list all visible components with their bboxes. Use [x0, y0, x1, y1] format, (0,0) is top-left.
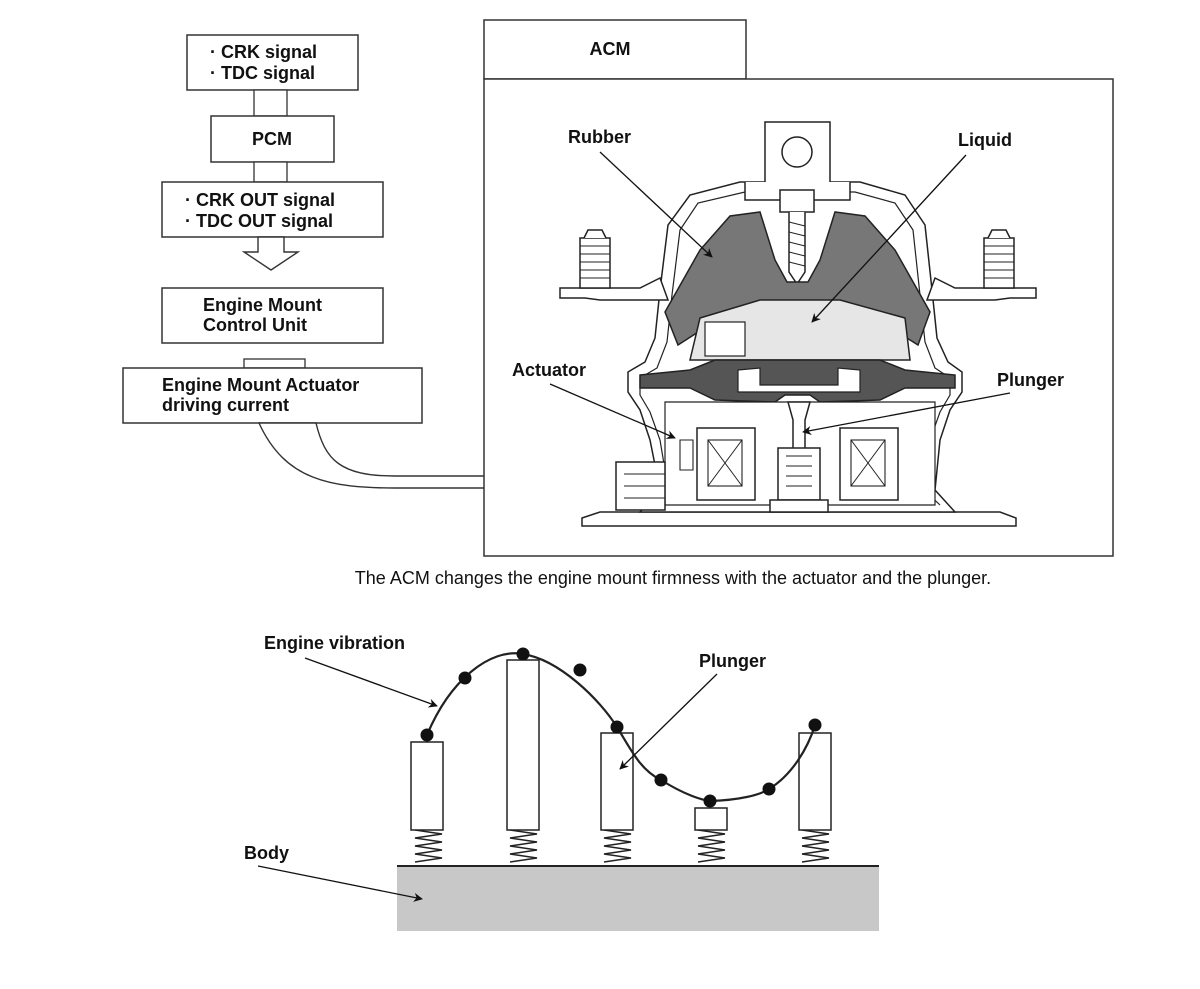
engine-vibration-label: Engine vibration [264, 633, 405, 653]
plunger-vib-leader [619, 673, 718, 770]
point-9 [808, 718, 822, 732]
pcm-label: PCM [252, 129, 292, 149]
plunger-5 [798, 732, 832, 831]
spring-3 [603, 829, 632, 863]
liquid-leader [811, 154, 967, 323]
rubber-leader [599, 151, 713, 258]
body-block [397, 866, 879, 931]
plunger-3 [600, 732, 634, 831]
driving-current-box [122, 367, 423, 424]
point-5 [610, 720, 624, 734]
point-3 [516, 647, 530, 661]
plunger-vib-label: Plunger [699, 651, 766, 671]
driving-current-label-line1: Engine Mount Actuator [162, 375, 359, 395]
signal-tdc-label: · TDC signal [210, 63, 315, 83]
signal-crk-out-label: · CRK OUT signal [185, 190, 335, 210]
spring-1 [414, 829, 443, 863]
control-unit-label-line2: Control Unit [203, 315, 307, 335]
left-stud [579, 229, 611, 289]
connector-2 [253, 161, 288, 183]
point-4 [573, 663, 587, 677]
plunger-4 [694, 807, 728, 831]
spring-4 [697, 829, 726, 863]
down-arrow-icon [241, 236, 301, 271]
point-7 [703, 794, 717, 808]
point-6 [654, 773, 668, 787]
acm-tab-label: ACM [590, 39, 631, 59]
vibration-points [420, 647, 822, 808]
engine-vibration-leader [304, 657, 438, 708]
plunger-label: Plunger [997, 370, 1064, 390]
plunger-leader [802, 392, 1011, 435]
point-1 [420, 728, 434, 742]
signal-tdc-out-label: · TDC OUT signal [185, 211, 333, 231]
caption: The ACM changes the engine mount firmnes… [355, 568, 991, 588]
signal-crk-label: · CRK signal [210, 42, 317, 62]
signals-in-box [186, 34, 359, 91]
actuator-leader [549, 383, 676, 439]
actuator-label: Actuator [512, 360, 586, 380]
control-unit-label-line1: Engine Mount [203, 295, 322, 315]
control-unit-box [161, 287, 384, 344]
plunger-2 [506, 659, 540, 831]
liquid-label: Liquid [958, 130, 1012, 150]
point-8 [762, 782, 776, 796]
body-label: Body [244, 843, 289, 863]
connector-1 [253, 89, 288, 117]
spring-2 [509, 829, 538, 863]
connector-3 [243, 358, 306, 369]
signals-out-box [161, 181, 384, 238]
spring-5 [801, 829, 830, 863]
body-leader [257, 865, 423, 902]
engine-mount-illustration [559, 121, 1037, 527]
springs [414, 829, 830, 863]
rubber-label: Rubber [568, 127, 631, 147]
plungers [410, 659, 832, 831]
right-stud [983, 229, 1015, 289]
vibration-diagram: Engine vibration Plunger Body [244, 633, 879, 931]
acm-panel: ACM [483, 19, 1114, 557]
pcm-box [210, 115, 335, 163]
driving-current-label-line2: driving current [162, 395, 289, 415]
point-2 [458, 671, 472, 685]
plunger-1 [410, 741, 444, 831]
acm-tab [483, 19, 747, 80]
